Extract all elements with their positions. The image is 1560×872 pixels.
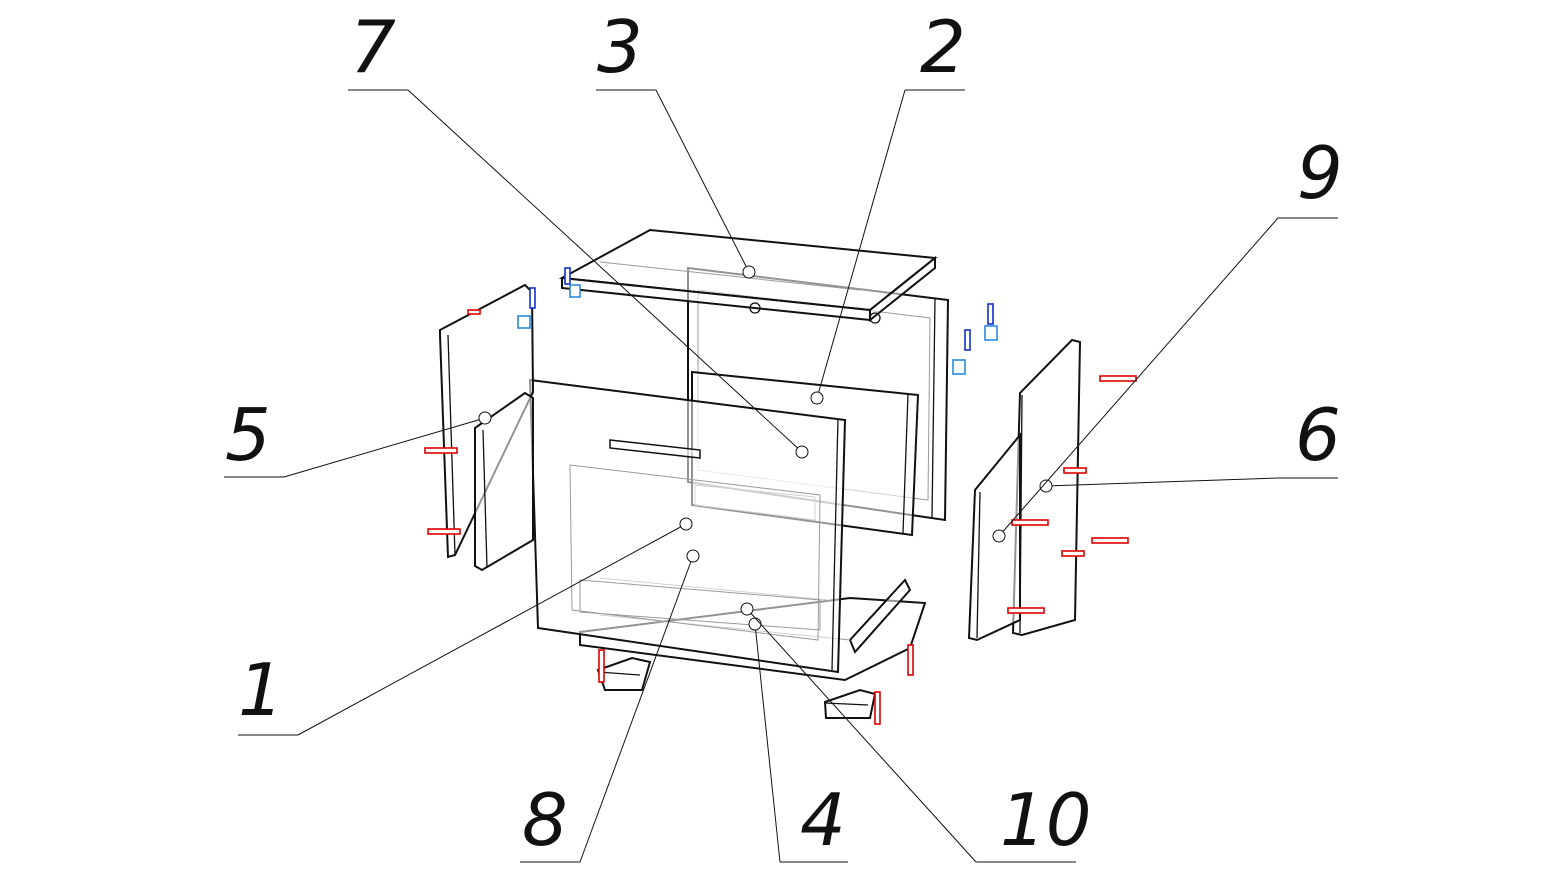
callout-marker: [478, 411, 492, 425]
leader-line: [1045, 477, 1279, 487]
callout-number: 4: [800, 778, 846, 862]
callout-2: 2: [810, 5, 966, 405]
hinges: [517, 267, 998, 375]
leader-line: [579, 555, 694, 863]
callout-number: 6: [1295, 393, 1341, 477]
callout-marker: [810, 391, 824, 405]
dowels: [424, 309, 1137, 725]
callout-number: 1: [238, 648, 284, 732]
callout-number: 9: [1297, 131, 1343, 215]
callout-marker: [795, 445, 809, 459]
callout-1: 1: [238, 517, 693, 736]
callout-number: 10: [1000, 778, 1092, 862]
leader-line: [297, 523, 687, 736]
callout-10: 10: [740, 602, 1092, 863]
callout-number: 7: [350, 5, 396, 89]
right-side-panels: [967, 338, 1082, 642]
callout-5: 5: [224, 393, 492, 478]
callout-marker: [1039, 479, 1053, 493]
leader-line: [998, 217, 1279, 537]
leader-line: [816, 89, 906, 399]
callout-6: 6: [1039, 393, 1341, 493]
callout-marker: [740, 602, 754, 616]
callout-number: 3: [597, 5, 643, 89]
leader-line: [407, 89, 803, 453]
leader-line: [746, 608, 977, 863]
callout-marker: [992, 529, 1006, 543]
callout-7: 7: [348, 5, 809, 459]
callout-4: 4: [748, 617, 848, 863]
callout-3: 3: [596, 5, 756, 279]
callout-9: 9: [992, 131, 1343, 543]
feet: [596, 656, 877, 719]
callout-number: 5: [225, 393, 271, 477]
callout-marker: [679, 517, 693, 531]
leader-line: [754, 623, 781, 863]
callout-number: 2: [920, 5, 966, 89]
leader-line: [283, 417, 486, 478]
callout-marker: [748, 617, 762, 631]
callout-marker: [686, 549, 700, 563]
leader-line: [655, 89, 750, 273]
callout-number: 8: [522, 778, 568, 862]
callout-marker: [742, 265, 756, 279]
callout-8: 8: [520, 549, 700, 863]
